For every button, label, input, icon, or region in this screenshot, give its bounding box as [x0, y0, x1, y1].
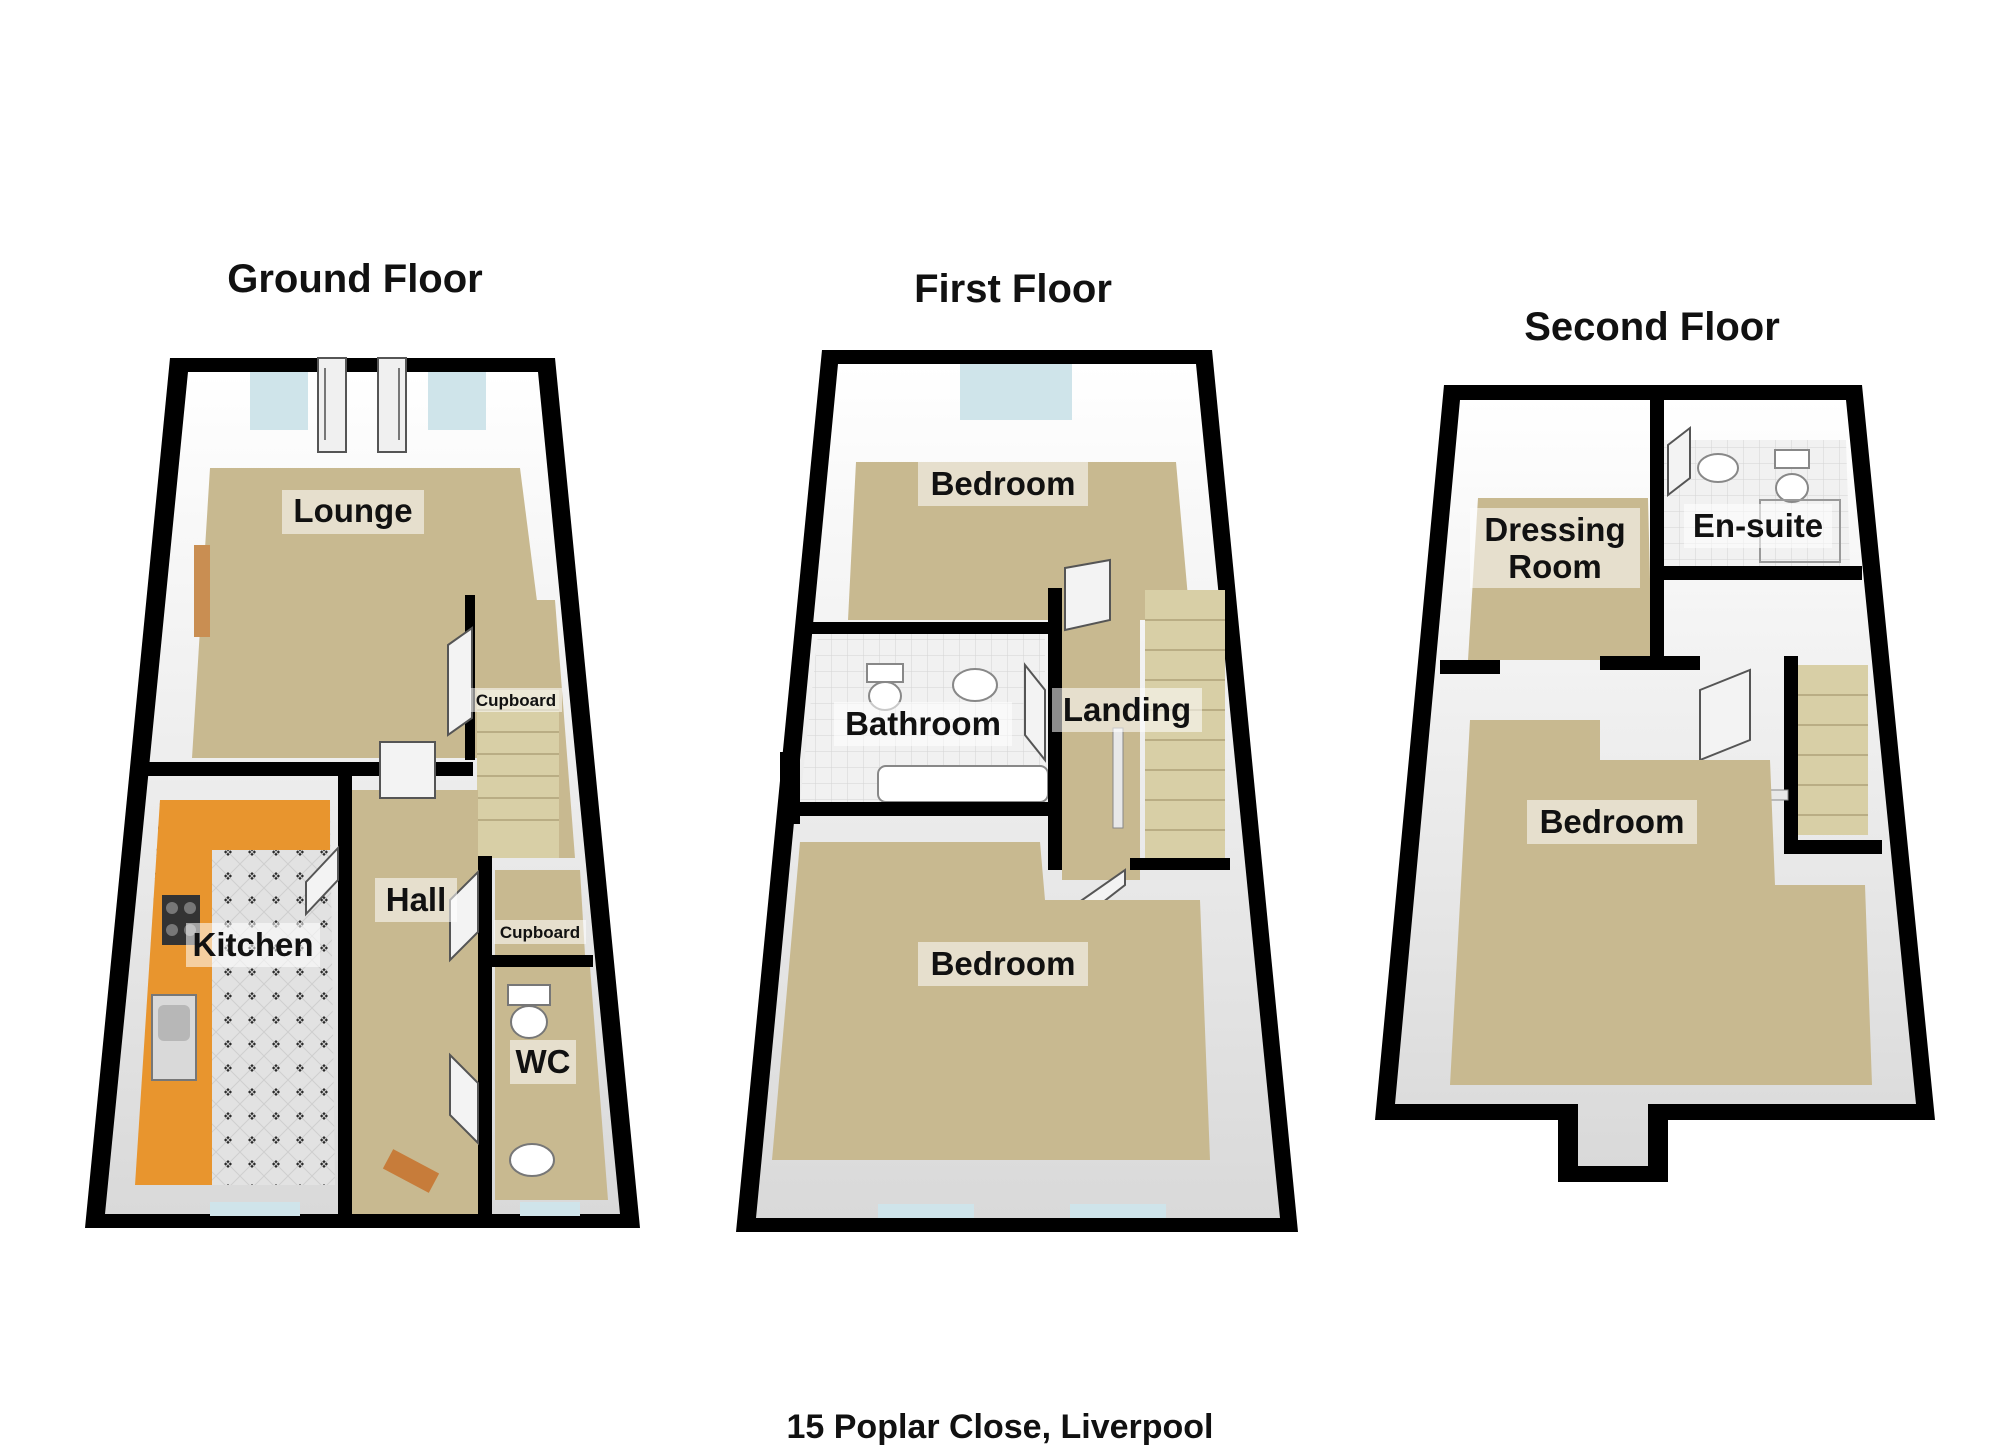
- stair-rail-first: [1112, 727, 1124, 829]
- french-door-right: [377, 357, 407, 453]
- ground-floor: Ground Floor: [85, 257, 640, 1228]
- cupboard-hall-label: Cupboard: [500, 923, 580, 942]
- wc-door: [449, 1052, 479, 1146]
- kitchen-door: [305, 845, 339, 917]
- stairs-second: [1798, 665, 1868, 835]
- hall-floor: [352, 790, 478, 1214]
- bathroom-label: Bathroom: [845, 705, 1001, 742]
- bathroom-basin-icon: [952, 668, 998, 702]
- bedroom-second-label: Bedroom: [1540, 803, 1685, 840]
- first-floor-title: First Floor: [914, 267, 1112, 311]
- bedroom-rear-window: [960, 364, 1072, 420]
- landing-floor: [1062, 590, 1140, 880]
- bathroom-door: [1024, 662, 1046, 763]
- bath-icon: [877, 765, 1049, 803]
- bedroom-door-second: [1699, 668, 1751, 762]
- hall-label: Hall: [386, 881, 447, 918]
- property-address: 15 Poplar Close, Liverpool: [786, 1408, 1213, 1446]
- bedroom-front-window-left: [878, 1204, 974, 1218]
- dressing-room-label-line2: Room: [1508, 548, 1602, 585]
- lounge-side-unit: [194, 545, 210, 637]
- stairs-ground: [477, 690, 559, 858]
- lounge-rear-window-right: [428, 372, 486, 430]
- cupboard-door-ground: [447, 626, 473, 737]
- ensuite-label: En-suite: [1693, 507, 1823, 544]
- dressing-room-label-line1: Dressing: [1484, 511, 1625, 548]
- kitchen-sink-icon: [151, 994, 197, 1081]
- bedroom-front-window-right: [1070, 1204, 1166, 1218]
- landing-door-rear-bedroom: [1064, 558, 1111, 632]
- wc-front-window: [520, 1202, 580, 1216]
- toilet-icon: [507, 984, 551, 1039]
- second-floor: Second Floor: [1375, 305, 1935, 1182]
- wc-label: WC: [516, 1043, 571, 1080]
- wc-basin-icon: [509, 1143, 555, 1177]
- first-floor: First Floor: [736, 267, 1298, 1232]
- cupboard-stairs-label: Cupboard: [476, 691, 556, 710]
- second-floor-title: Second Floor: [1524, 305, 1780, 349]
- ensuite-door: [1667, 425, 1691, 498]
- french-door-left: [317, 357, 347, 453]
- kitchen-label: Kitchen: [192, 926, 313, 963]
- ensuite-basin-icon: [1697, 453, 1739, 483]
- bedroom-front-floor: [772, 842, 1210, 1160]
- lounge-label: Lounge: [293, 492, 412, 529]
- front-door: [382, 1149, 440, 1193]
- ground-floor-title: Ground Floor: [227, 257, 483, 301]
- ensuite-toilet-icon: [1774, 449, 1810, 503]
- lounge-rear-window-left: [250, 372, 308, 430]
- hall-door-to-lounge: [379, 741, 436, 799]
- bedroom-front-label: Bedroom: [931, 945, 1076, 982]
- stairs-second-treads: [1798, 694, 1868, 816]
- kitchen-front-window: [210, 1202, 300, 1216]
- landing-label: Landing: [1063, 691, 1191, 728]
- bedroom-rear-label: Bedroom: [931, 465, 1076, 502]
